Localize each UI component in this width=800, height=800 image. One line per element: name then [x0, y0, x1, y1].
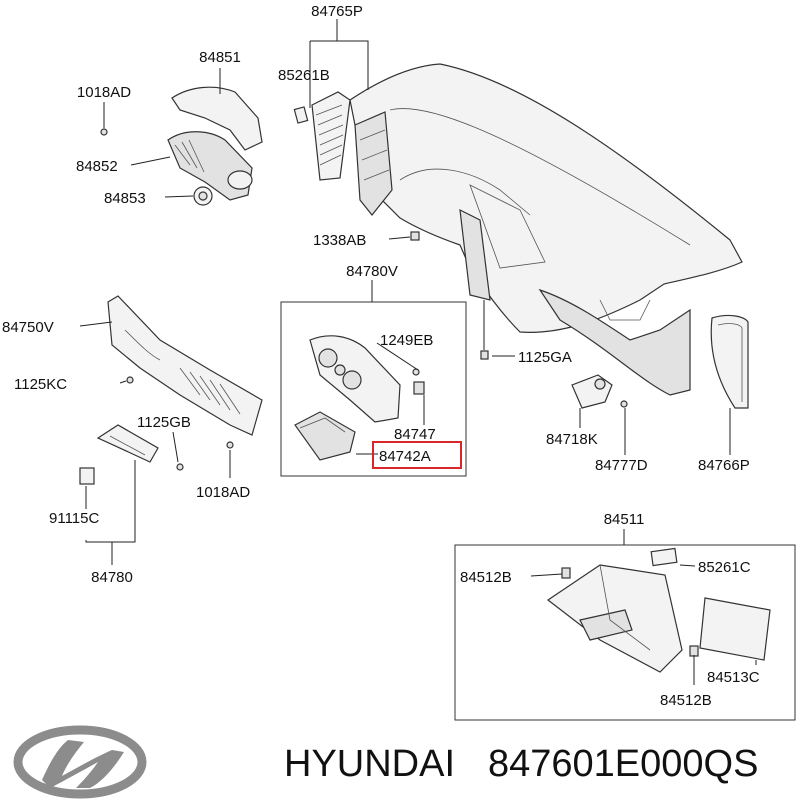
label-1249eb: 1249EB: [380, 332, 433, 349]
lower-crash-pad-panel: [107, 295, 263, 471]
label-84512b-left: 84512B: [460, 569, 512, 586]
label-84780v: 84780V: [346, 263, 398, 280]
label-84513c: 84513C: [707, 669, 760, 686]
side-cover: [710, 314, 749, 409]
side-vent-grille: [293, 91, 351, 181]
label-84765p: 84765P: [311, 3, 363, 20]
switch-assembly: [571, 374, 628, 409]
glove-box-group-box: [454, 544, 796, 721]
brand-name: HYUNDAI: [284, 743, 455, 785]
center-fascia-group-box: [280, 301, 467, 477]
label-1018ad-top: 1018AD: [77, 84, 131, 101]
glove-box: [546, 547, 771, 673]
label-84512b-bottom: 84512B: [660, 692, 712, 709]
bracket-84780: [79, 424, 159, 485]
label-85261c: 85261C: [698, 559, 751, 576]
label-91115c: 91115C: [49, 510, 99, 527]
label-84780: 84780: [91, 569, 133, 586]
part-labels: 84765P 85261B 84851 1018AD 84852 84853 1…: [2, 3, 760, 709]
label-84742a: 84742A: [379, 448, 431, 465]
label-84511: 84511: [604, 511, 645, 528]
hyundai-logo: [13, 725, 147, 799]
part-number: 847601E000QS: [488, 743, 758, 785]
label-1338ab: 1338AB: [313, 232, 366, 249]
bolt-1338ab: [410, 231, 420, 241]
label-1125kc: 1125KC: [14, 376, 67, 393]
label-1018ad-bottom: 1018AD: [196, 484, 250, 501]
label-84766p: 84766P: [698, 457, 750, 474]
center-fascia: [294, 335, 425, 461]
highlight-box: [372, 441, 462, 469]
bolt-1125ga: [480, 350, 489, 360]
label-84718k: 84718K: [546, 431, 598, 448]
label-84851: 84851: [199, 49, 241, 66]
leader-lines: [79, 19, 757, 685]
label-84777d: 84777D: [595, 457, 648, 474]
label-1125ga: 1125GA: [518, 349, 572, 366]
label-1125gb: 1125GB: [137, 414, 191, 431]
label-84747: 84747: [394, 426, 436, 443]
label-84853: 84853: [104, 190, 146, 207]
label-85261b: 85261B: [278, 67, 330, 84]
dashboard-crash-pad: [349, 63, 743, 396]
steering-column-shroud: [100, 86, 263, 206]
label-84750v: 84750V: [2, 319, 54, 336]
label-84852: 84852: [76, 158, 118, 175]
